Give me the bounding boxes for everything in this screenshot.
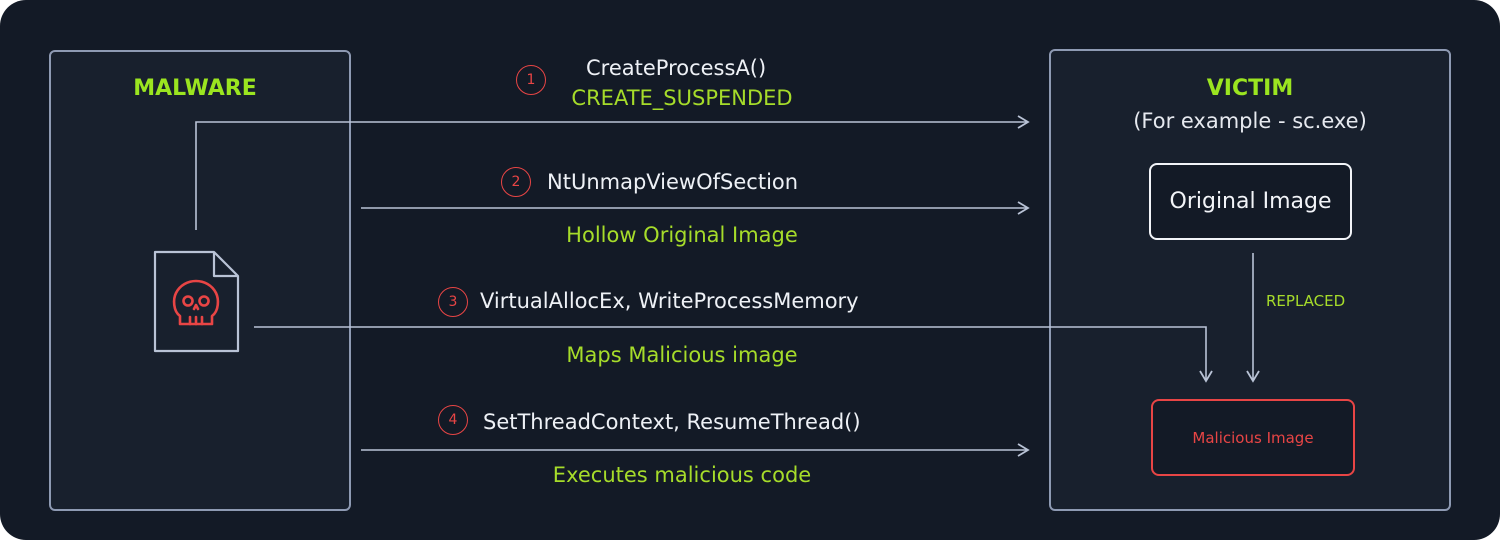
step-2-badge: 2 <box>501 167 531 197</box>
step-3-badge: 3 <box>438 287 468 317</box>
step-4-badge: 4 <box>438 405 468 435</box>
replaced-label: REPLACED <box>1266 292 1346 310</box>
victim-subtitle: (For example - sc.exe) <box>1133 109 1367 133</box>
victim-title: VICTIM <box>1206 76 1294 101</box>
step-2-description: Hollow Original Image <box>566 223 798 247</box>
step-3-api: VirtualAllocEx, WriteProcessMemory <box>480 289 859 313</box>
skull-icon <box>172 279 220 326</box>
step-1-badge: 1 <box>516 65 546 95</box>
step-1-api: CreateProcessA() <box>586 56 767 80</box>
step-1-description: CREATE_SUSPENDED <box>571 86 793 110</box>
step-2-api: NtUnmapViewOfSection <box>547 170 799 194</box>
original-image-box: Original Image <box>1149 163 1352 240</box>
malware-title: MALWARE <box>133 76 257 101</box>
step-4-description: Executes malicious code <box>552 463 812 487</box>
malicious-image-box: Malicious Image <box>1151 399 1355 476</box>
step-4-api: SetThreadContext, ResumeThread() <box>483 410 861 434</box>
skull-file-icon <box>153 250 240 353</box>
step-3-description: Maps Malicious image <box>566 343 798 367</box>
